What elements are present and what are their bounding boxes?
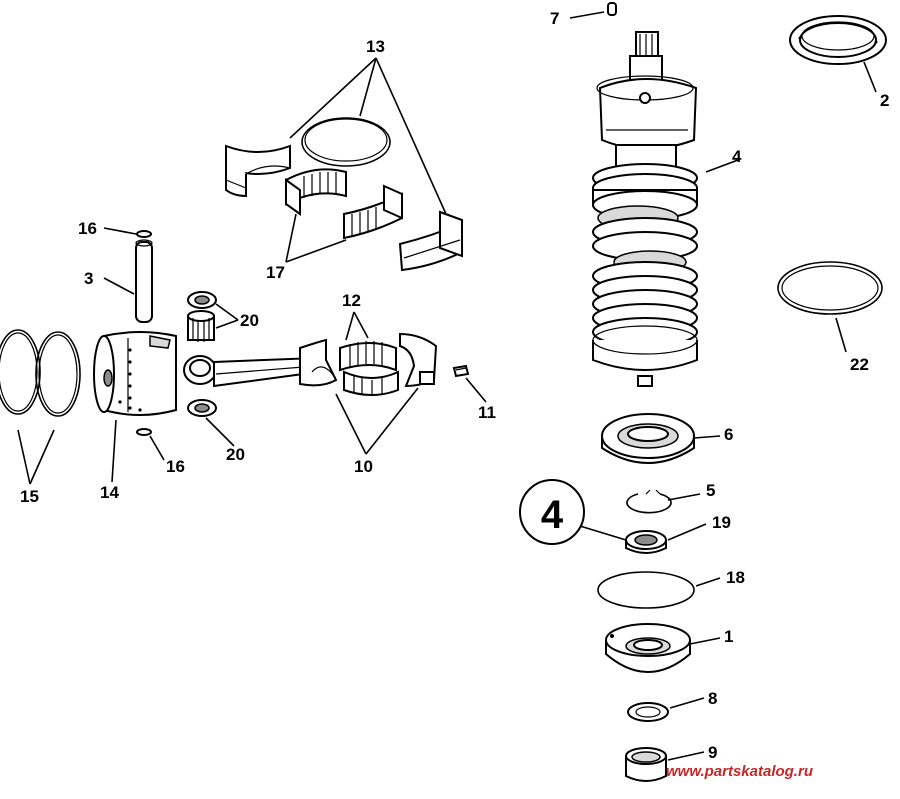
part-2-seal: [789, 15, 887, 65]
part-19-seal: [625, 530, 667, 554]
crank-webs: [592, 163, 698, 387]
callout-2: 2: [880, 91, 889, 110]
callout-16-top: 16: [78, 219, 97, 238]
part-13-bearing-halves: [225, 117, 464, 272]
leader-lines: [17, 11, 877, 761]
callout-20-bottom: 20: [226, 445, 245, 464]
part-6-bearing: [601, 413, 695, 464]
part-7-pin: [607, 2, 617, 16]
callout-19: 19: [712, 513, 731, 532]
callout-20-top: 20: [240, 311, 259, 330]
part-3-wrist-pin: [135, 239, 153, 323]
callout-14: 14: [100, 483, 119, 502]
callout-4: 4: [732, 147, 742, 166]
part-11-screw: [452, 364, 470, 378]
callout-18: 18: [726, 568, 745, 587]
callout-13: 13: [366, 37, 385, 56]
callout-16-bottom: 16: [166, 457, 185, 476]
callout-15: 15: [20, 487, 39, 506]
inset-symbol: 4: [541, 493, 564, 537]
callout-8: 8: [708, 689, 717, 708]
callout-22: 22: [850, 355, 869, 374]
part-20-lower: [187, 399, 217, 417]
callout-labels: 7 2 4 22 6 5 19 18 1 8 9 13 17 16 3 20 1…: [20, 9, 889, 762]
part-17-needle-cages: [285, 168, 403, 240]
callout-10: 10: [354, 457, 373, 476]
part-16-clip-top: [136, 230, 152, 238]
inset-detail: 4: [519, 479, 627, 545]
callout-7: 7: [550, 9, 559, 28]
callout-5: 5: [706, 481, 715, 500]
part-14-piston: [93, 331, 177, 416]
part-22-ring: [777, 261, 883, 315]
callout-1: 1: [724, 627, 733, 646]
part-10-connecting-rod: [183, 332, 438, 388]
callout-3: 3: [84, 269, 93, 288]
part-5-retaining-ring: [626, 489, 672, 514]
callout-11: 11: [478, 403, 496, 422]
callout-9: 9: [708, 743, 717, 762]
callout-12: 12: [342, 291, 361, 310]
part-1-housing: [605, 623, 691, 673]
part-4-crankshaft: [592, 31, 698, 387]
callout-17: 17: [266, 263, 285, 282]
part-20-upper: [187, 291, 217, 342]
callout-6: 6: [724, 425, 733, 444]
part-9-sleeve: [625, 747, 667, 782]
watermark-text: www.partskatalog.ru: [666, 763, 813, 780]
part-16-clip-bottom: [136, 428, 152, 436]
part-8-seal: [627, 702, 669, 722]
part-15-piston-rings: [0, 329, 81, 417]
part-12-needle-cage: [339, 341, 399, 396]
part-18-o-ring: [597, 571, 695, 609]
